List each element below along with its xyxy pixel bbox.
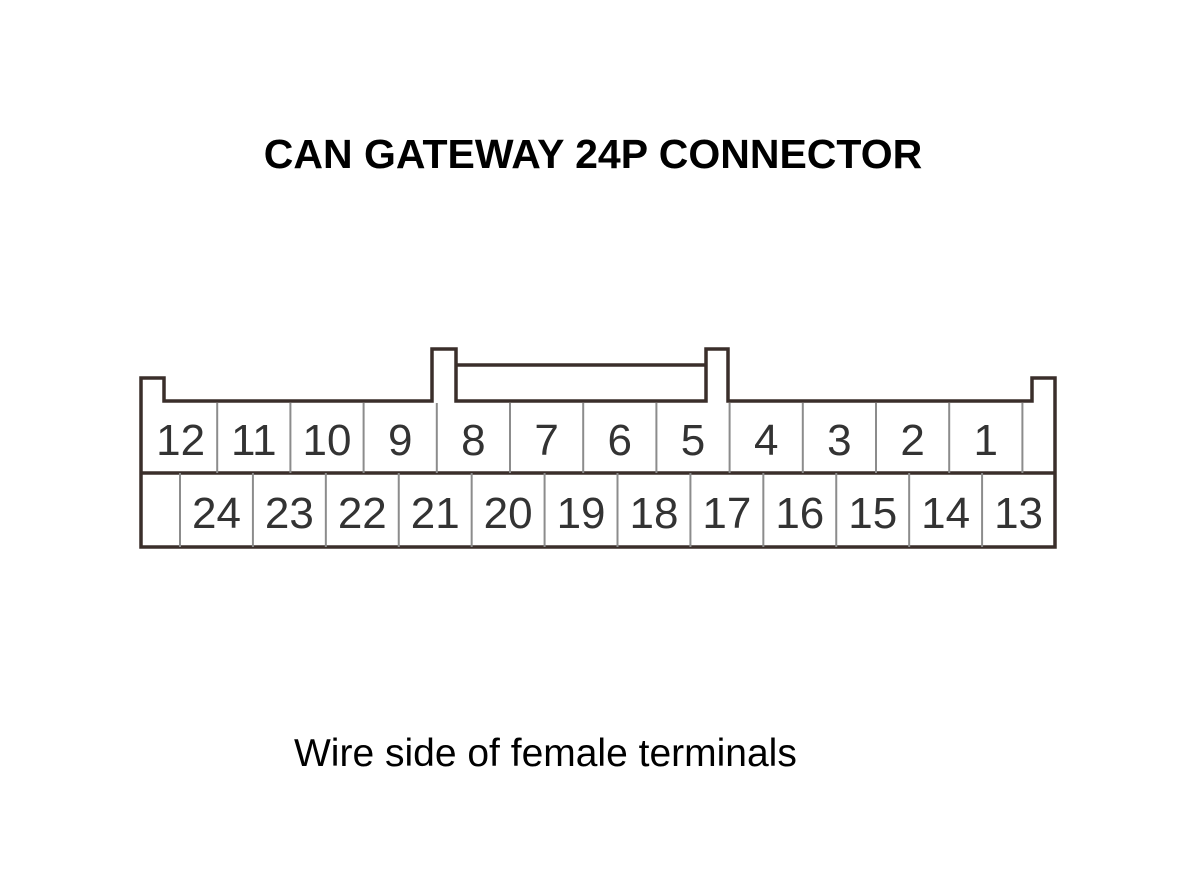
pin-label-7: 7 [534, 416, 558, 465]
bottom-row-dividers [179, 473, 984, 547]
pin-label-5: 5 [681, 416, 705, 465]
pin-label-24: 24 [192, 489, 241, 538]
pin-label-2: 2 [900, 416, 924, 465]
pin-label-13: 13 [994, 489, 1043, 538]
caption: Wire side of female terminals [294, 732, 797, 775]
pin-label-10: 10 [303, 416, 352, 465]
pin-label-22: 22 [338, 489, 387, 538]
pin-label-8: 8 [461, 416, 485, 465]
pin-label-1: 1 [974, 416, 998, 465]
pin-label-12: 12 [156, 416, 205, 465]
page-title: CAN GATEWAY 24P CONNECTOR [263, 131, 923, 177]
pin-label-11: 11 [231, 416, 277, 465]
connector-outline [139, 347, 1057, 549]
pin-label-21: 21 [411, 489, 460, 538]
pin-label-16: 16 [775, 489, 824, 538]
pin-label-3: 3 [827, 416, 851, 465]
pin-label-20: 20 [484, 489, 533, 538]
pin-label-9: 9 [388, 416, 412, 465]
pin-label-18: 18 [629, 489, 678, 538]
top-row-dividers [216, 403, 1024, 473]
bottom-row-pins: 24 23 22 21 20 19 18 17 16 15 14 13 [192, 489, 1043, 538]
pin-label-14: 14 [921, 489, 970, 538]
pin-label-19: 19 [557, 489, 606, 538]
pin-label-23: 23 [265, 489, 314, 538]
pin-label-15: 15 [848, 489, 897, 538]
pin-label-4: 4 [754, 416, 778, 465]
pin-label-6: 6 [608, 416, 632, 465]
pin-label-17: 17 [702, 489, 751, 538]
